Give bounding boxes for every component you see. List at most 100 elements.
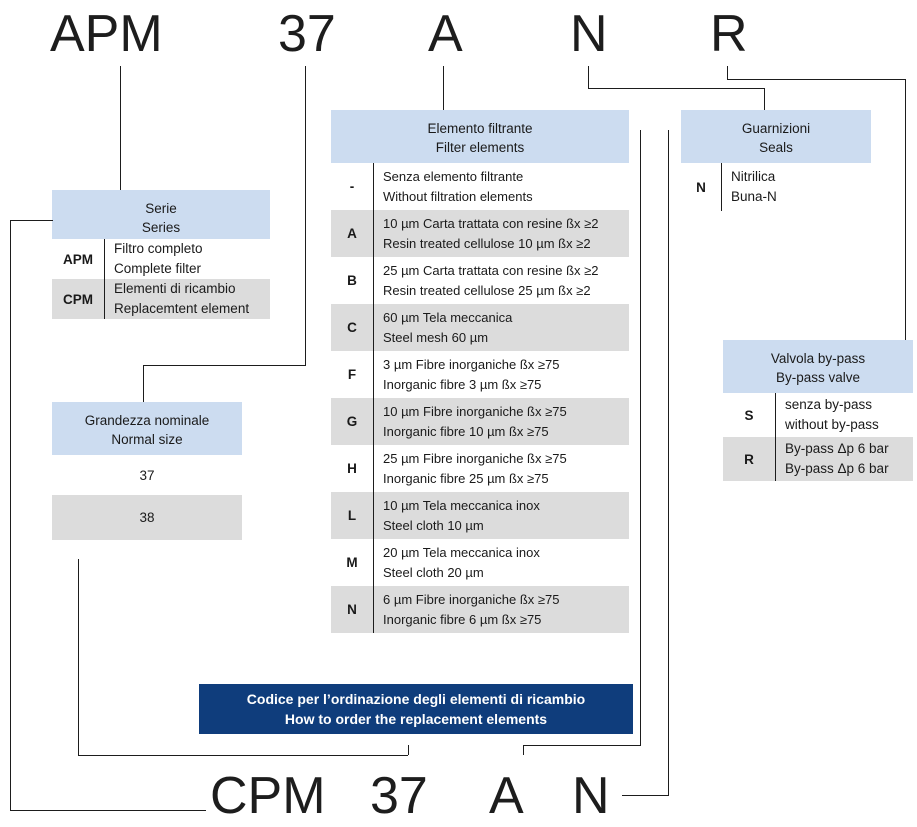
filter-row-it: 10 µm Tela meccanica inox — [383, 497, 540, 513]
table-row[interactable]: A 10 µm Carta trattata con resine ßx ≥2 … — [331, 210, 629, 257]
table-row[interactable]: N 6 µm Fibre inorganiche ßx ≥75 Inorgani… — [331, 586, 629, 633]
connector-size-horizontal — [143, 365, 306, 366]
top-code-part-element: A — [428, 5, 463, 63]
connector-cpm-left-vertical — [10, 220, 11, 810]
filter-row-key: L — [347, 508, 357, 523]
filter-elements-rows: - Senza elemento filtrante Without filtr… — [331, 163, 629, 633]
filter-row-it: 25 µm Carta trattata con resine ßx ≥2 — [383, 262, 599, 278]
nominal-size-header: Grandezza nominale Normal size — [52, 402, 242, 455]
filter-row-value: 6 µm Fibre inorganiche ßx ≥75 Inorganic … — [373, 586, 629, 633]
table-row[interactable]: N Nitrilica Buna-N — [681, 163, 871, 211]
order-banner-en: How to order the replacement elements — [284, 711, 548, 727]
filter-row-key: - — [349, 179, 355, 194]
connector-cpm-seal-vertical — [668, 130, 669, 795]
seals-row-value: Nitrilica Buna-N — [721, 163, 871, 211]
table-row[interactable]: L 10 µm Tela meccanica inox Steel cloth … — [331, 492, 629, 539]
list-item[interactable]: 38 — [52, 495, 242, 540]
table-row[interactable]: CPM Elementi di ricambio Replacemtent el… — [52, 279, 270, 319]
filter-row-en: Inorganic fibre 25 µm ßx ≥75 — [383, 470, 549, 486]
table-row[interactable]: B 25 µm Carta trattata con resine ßx ≥2 … — [331, 257, 629, 304]
filter-row-value: 3 µm Fibre inorganiche ßx ≥75 Inorganic … — [373, 351, 629, 398]
top-code-part-size: 37 — [278, 5, 336, 63]
series-row-it: Filtro completo — [114, 241, 203, 256]
filter-row-en: Resin treated cellulose 25 µm ßx ≥2 — [383, 282, 591, 298]
filter-row-en: Resin treated cellulose 10 µm ßx ≥2 — [383, 235, 591, 251]
filter-row-key: B — [347, 273, 357, 288]
seals-row-key: N — [696, 179, 706, 195]
series-header-en: Series — [141, 220, 181, 235]
series-row-en: Complete filter — [114, 261, 202, 276]
table-row[interactable]: G 10 µm Fibre inorganiche ßx ≥75 Inorgan… — [331, 398, 629, 445]
bypass-row-it: By-pass Δp 6 bar — [785, 441, 889, 456]
series-row-en: Replacemtent element — [114, 301, 250, 316]
table-row[interactable]: S senza by-pass without by-pass — [723, 393, 913, 437]
filter-row-en: Inorganic fibre 6 µm ßx ≥75 — [383, 611, 542, 627]
series-box: Serie Series APM Filtro completo Complet… — [52, 190, 270, 319]
filter-elements-box: Elemento filtrante Filter elements - Sen… — [331, 110, 629, 633]
nominal-size-header-en: Normal size — [111, 432, 183, 447]
filter-elements-header: Elemento filtrante Filter elements — [331, 110, 629, 163]
bottom-code-part-seal: N — [572, 767, 610, 825]
bypass-valve-rows: S senza by-pass without by-pass R By-pas… — [723, 393, 913, 481]
filter-row-it: 3 µm Fibre inorganiche ßx ≥75 — [383, 356, 560, 372]
series-header: Serie Series — [52, 190, 270, 239]
filter-row-it: 6 µm Fibre inorganiche ßx ≥75 — [383, 591, 560, 607]
bypass-valve-box: Valvola by-pass By-pass valve S senza by… — [723, 340, 913, 481]
top-code-part-series: APM — [50, 5, 163, 63]
bypass-row-value: senza by-pass without by-pass — [775, 393, 913, 437]
series-row-value: Filtro completo Complete filter — [104, 239, 270, 279]
connector-cpm-size-horizontal — [78, 755, 408, 756]
bypass-row-en: By-pass Δp 6 bar — [785, 461, 889, 476]
filter-row-en: Steel mesh 60 µm — [383, 329, 489, 345]
connector-bypass-vertical-lower — [905, 79, 906, 340]
table-row[interactable]: - Senza elemento filtrante Without filtr… — [331, 163, 629, 210]
connector-size-vertical-upper — [305, 66, 306, 365]
seals-row-it: Nitrilica — [731, 169, 776, 184]
table-row[interactable]: F 3 µm Fibre inorganiche ßx ≥75 Inorgani… — [331, 351, 629, 398]
list-item[interactable]: 37 — [52, 455, 242, 495]
filter-row-key: H — [347, 461, 357, 476]
filter-row-en: Without filtration elements — [383, 188, 533, 204]
series-header-it: Serie — [145, 201, 177, 216]
filter-row-key: N — [347, 602, 357, 617]
connector-cpm-element-horizontal — [523, 745, 641, 746]
bypass-valve-header-en: By-pass valve — [775, 370, 861, 385]
filter-row-value: 10 µm Tela meccanica inox Steel cloth 10… — [373, 492, 629, 539]
bottom-code-part-size: 37 — [370, 767, 428, 825]
filter-row-en: Steel cloth 10 µm — [383, 517, 484, 533]
filter-row-it: 60 µm Tela meccanica — [383, 309, 513, 325]
filter-row-key: C — [347, 320, 357, 335]
series-rows: APM Filtro completo Complete filter CPM … — [52, 239, 270, 319]
connector-cpm-top-stub — [10, 220, 53, 221]
seals-header-en: Seals — [759, 140, 793, 155]
filter-row-it: 20 µm Tela meccanica inox — [383, 544, 540, 560]
seals-row-en: Buna-N — [731, 189, 777, 204]
filter-row-value: 10 µm Fibre inorganiche ßx ≥75 Inorganic… — [373, 398, 629, 445]
top-code-part-seal: N — [570, 5, 608, 63]
filter-row-key: A — [347, 226, 357, 241]
filter-row-value: 10 µm Carta trattata con resine ßx ≥2 Re… — [373, 210, 629, 257]
table-row[interactable]: R By-pass Δp 6 bar By-pass Δp 6 bar — [723, 437, 913, 481]
seals-header-it: Guarnizioni — [741, 121, 811, 136]
seals-box: Guarnizioni Seals N Nitrilica Buna-N — [681, 110, 871, 211]
series-row-key: APM — [63, 251, 93, 267]
connector-seal-vertical-upper — [588, 66, 589, 88]
series-row-value: Elementi di ricambio Replacemtent elemen… — [104, 279, 270, 319]
table-row[interactable]: M 20 µm Tela meccanica inox Steel cloth … — [331, 539, 629, 586]
filter-row-value: 25 µm Fibre inorganiche ßx ≥75 Inorganic… — [373, 445, 629, 492]
filter-row-value: 25 µm Carta trattata con resine ßx ≥2 Re… — [373, 257, 629, 304]
nominal-size-header-it: Grandezza nominale — [84, 413, 210, 428]
series-row-key: CPM — [63, 291, 93, 307]
bypass-row-en: without by-pass — [785, 417, 879, 432]
nominal-size-box: Grandezza nominale Normal size 37 38 — [52, 402, 242, 540]
connector-bypass-horizontal — [727, 79, 905, 80]
connector-cpm-element-vertical — [640, 130, 641, 745]
filter-row-en: Steel cloth 20 µm — [383, 564, 484, 580]
connector-series-vertical — [120, 66, 121, 190]
table-row[interactable]: H 25 µm Fibre inorganiche ßx ≥75 Inorgan… — [331, 445, 629, 492]
table-row[interactable]: APM Filtro completo Complete filter — [52, 239, 270, 279]
connector-cpm-bottom-horizontal — [10, 810, 206, 811]
filter-elements-header-it: Elemento filtrante — [427, 121, 533, 136]
connector-cpm-size-vertical — [78, 559, 79, 755]
table-row[interactable]: C 60 µm Tela meccanica Steel mesh 60 µm — [331, 304, 629, 351]
